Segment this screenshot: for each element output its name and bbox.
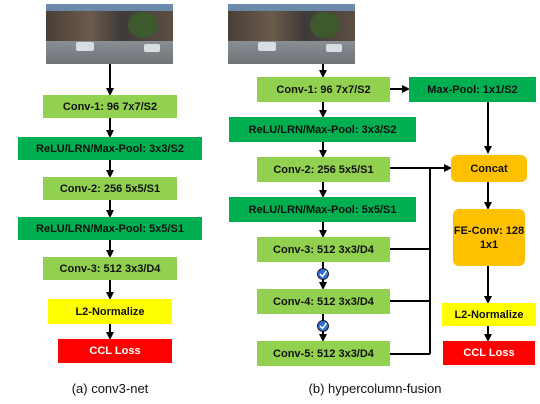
relu-marker-2: [317, 320, 329, 332]
right-maxpool-box: Max-Pool: 1x1/S2: [409, 77, 536, 102]
relu-marker-1: [317, 268, 329, 280]
right-conv3-box: Conv-3: 512 3x3/D4: [257, 237, 390, 262]
input-image-right: [228, 4, 355, 64]
right-conv2-box: Conv-2: 256 5x5/S1: [257, 157, 390, 182]
input-image-left: [46, 4, 173, 64]
right-relu2-box: ReLU/LRN/Max-Pool: 5x5/S1: [229, 197, 416, 222]
right-ccl-loss-box: CCL Loss: [443, 341, 535, 365]
right-l2-normalize-box: L2-Normalize: [442, 303, 536, 326]
right-conv4-box: Conv-4: 512 3x3/D4: [257, 289, 390, 314]
right-relu1-box: ReLU/LRN/Max-Pool: 3x3/S2: [229, 117, 416, 142]
left-relu2-box: ReLU/LRN/Max-Pool: 5x5/S1: [18, 217, 202, 240]
left-l2-normalize-box: L2-Normalize: [48, 299, 172, 324]
left-conv3-box: Conv-3: 512 3x3/D4: [43, 257, 177, 280]
caption-right: (b) hypercolumn-fusion: [308, 381, 442, 396]
right-conv1-box: Conv-1: 96 7x7/S2: [257, 77, 390, 102]
left-ccl-loss-box: CCL Loss: [58, 339, 172, 363]
right-concat-box: Concat: [451, 155, 527, 182]
right-fe-conv-box: FE-Conv: 128 1x1: [453, 209, 525, 266]
left-relu1-box: ReLU/LRN/Max-Pool: 3x3/S2: [18, 137, 202, 160]
left-conv1-box: Conv-1: 96 7x7/S2: [43, 95, 177, 118]
caption-left: (a) conv3-net: [71, 381, 149, 396]
left-conv2-box: Conv-2: 256 5x5/S1: [43, 177, 177, 200]
right-conv5-box: Conv-5: 512 3x3/D4: [257, 341, 390, 366]
